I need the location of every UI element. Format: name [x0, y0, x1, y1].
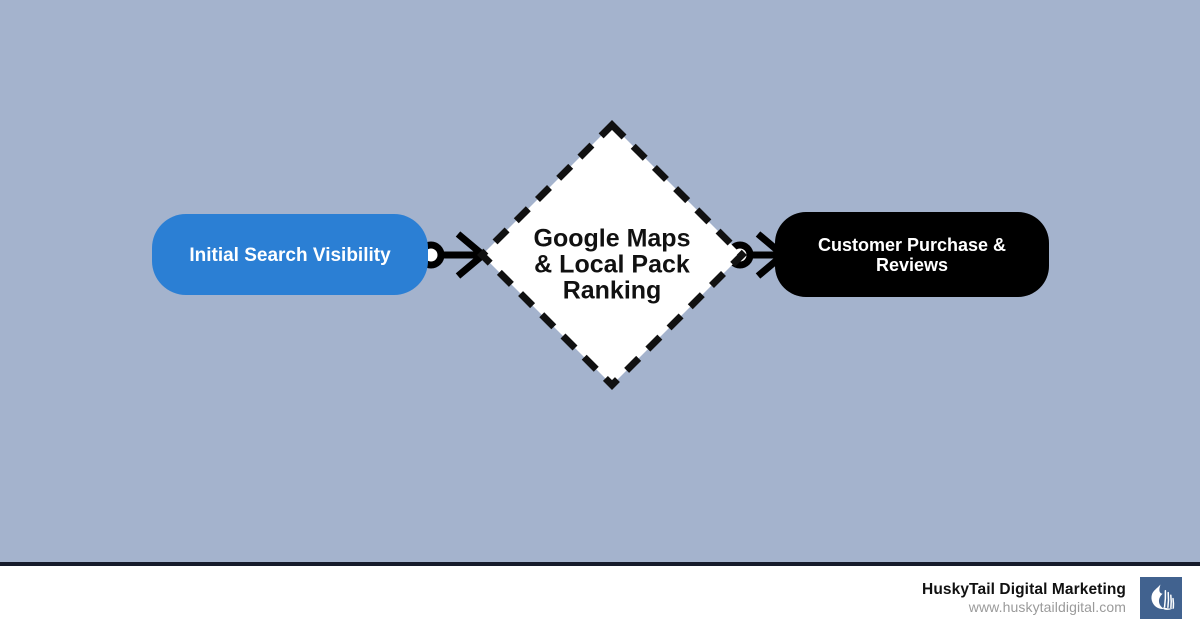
node-shape-rounded-rect — [775, 212, 1049, 297]
logo-background — [1140, 577, 1182, 619]
node-google-maps-local-pack-ranking[interactable]: Google Maps & Local Pack Ranking — [477, 120, 747, 390]
node-label-decision-line2: & Local Pack — [534, 251, 690, 279]
node-label-decision-line3: Ranking — [563, 277, 662, 305]
node-label-end-line1: Customer Purchase & — [818, 235, 1006, 255]
node-label-decision-line1: Google Maps — [534, 225, 691, 253]
brand-text-block: HuskyTail Digital Marketing www.huskytai… — [922, 580, 1126, 617]
brand-name: HuskyTail Digital Marketing — [922, 580, 1126, 598]
node-initial-search-visibility[interactable]: Initial Search Visibility — [152, 214, 428, 295]
logo-base-sweep — [1163, 607, 1174, 610]
connector-start-to-decision — [417, 231, 489, 279]
footer-bar: HuskyTail Digital Marketing www.huskytai… — [0, 566, 1200, 630]
brand-website-url: www.huskytaildigital.com — [968, 598, 1126, 615]
node-label-end-line2: Reviews — [876, 255, 948, 275]
node-shape-diamond — [477, 120, 747, 390]
flowchart-diagram: Initial Search Visibility Google Maps & … — [152, 120, 1049, 390]
flame-paw-logo-icon — [1140, 577, 1182, 619]
node-shape-rounded-rect — [152, 214, 428, 295]
node-customer-purchase-reviews[interactable]: Customer Purchase & Reviews — [775, 212, 1049, 297]
footer-divider — [0, 562, 1200, 566]
logo-fan-strokes — [1163, 590, 1175, 609]
logo-flame-shape — [1151, 584, 1164, 609]
node-label-start: Initial Search Visibility — [189, 245, 391, 266]
